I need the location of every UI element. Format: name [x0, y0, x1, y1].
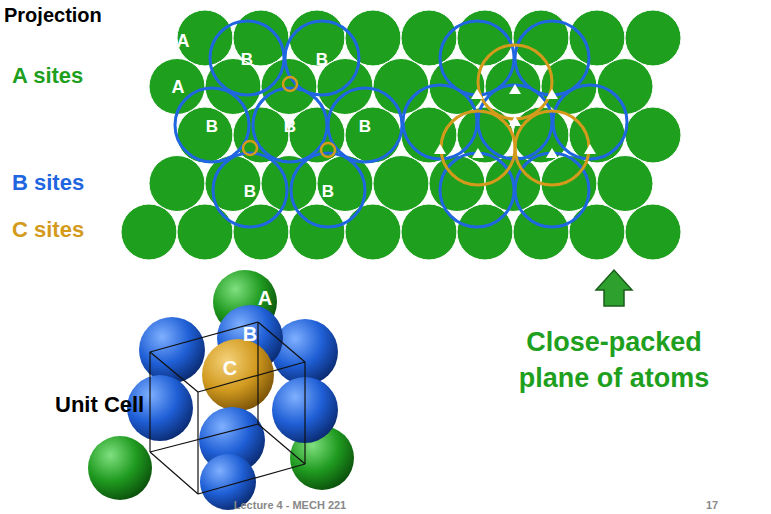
site-letter: B — [316, 51, 328, 70]
cell-edge — [258, 424, 305, 464]
cell-edge — [150, 424, 258, 452]
site-letter: B — [244, 183, 256, 202]
site-letter: C — [223, 357, 237, 379]
a-site-atom — [177, 107, 233, 163]
a-site-atom — [345, 204, 401, 260]
interstice — [546, 148, 558, 158]
interstice — [546, 89, 558, 99]
a-site-atom — [373, 156, 429, 212]
a-site-atom — [569, 107, 625, 163]
b-site-ring — [210, 21, 284, 95]
a-site-atom — [149, 59, 205, 115]
site-letter: A — [172, 78, 185, 98]
site-letter: A — [177, 32, 190, 52]
cell-edge — [149, 352, 150, 452]
interstice — [434, 144, 446, 154]
a-site-atom — [457, 10, 513, 66]
a-site-atoms — [121, 10, 681, 260]
cell-edge — [258, 322, 305, 362]
cell-edge — [150, 452, 198, 494]
cell-edge — [150, 322, 258, 352]
a-site-atom — [569, 204, 625, 260]
figure-label: Unit Cell — [55, 393, 144, 417]
slide-heading: Projection — [4, 4, 102, 26]
b-site-ring — [553, 85, 627, 159]
cell-edge — [304, 362, 305, 464]
b-site-rings — [175, 21, 627, 227]
site-letter: A — [258, 287, 272, 309]
a-site-atom — [401, 107, 457, 163]
b-site-ring — [515, 153, 589, 227]
c-site-ring — [441, 111, 515, 185]
interstice — [471, 89, 483, 99]
a-site-atom — [345, 107, 401, 163]
legend-label: A sites — [12, 64, 83, 88]
up-arrow — [596, 270, 632, 306]
b-site-ring — [175, 88, 249, 162]
c-site-ring — [515, 111, 589, 185]
a-site-atom — [177, 10, 233, 66]
cell-edge — [198, 464, 305, 494]
c-site-marker — [283, 77, 297, 91]
b-site-ring — [291, 153, 365, 227]
unit-cell-spheres — [88, 270, 354, 510]
a-site-atom — [625, 10, 681, 66]
b-site-ring — [440, 153, 514, 227]
a-site-atom — [149, 156, 205, 212]
callout-text: Close-packed plane of atoms — [499, 324, 729, 397]
site-letter: B — [241, 51, 253, 70]
a-site-atom — [121, 204, 177, 260]
atom-sphere — [88, 436, 152, 500]
footer-text: Lecture 4 - MECH 221 — [234, 499, 346, 511]
c-site-marker — [321, 143, 335, 157]
atom-sphere — [202, 339, 274, 411]
site-letter: B — [359, 118, 371, 137]
a-site-atom — [597, 156, 653, 212]
cell-edge — [198, 362, 305, 392]
site-letter: B — [243, 323, 257, 345]
b-site-ring — [403, 85, 477, 159]
cell-edge — [197, 392, 198, 494]
atom-sphere — [139, 317, 205, 383]
site-letter: B — [284, 118, 296, 137]
b-site-ring — [253, 88, 327, 162]
a-site-atom — [177, 204, 233, 260]
interstice — [472, 148, 484, 158]
b-site-ring — [328, 88, 402, 162]
site-letter: B — [322, 183, 334, 202]
a-site-atom — [261, 156, 317, 212]
legend-label: C sites — [12, 218, 84, 242]
c-site-rings — [243, 45, 596, 185]
interstice — [509, 116, 521, 126]
a-site-atom — [401, 10, 457, 66]
a-site-atom — [373, 59, 429, 115]
c-site-marker — [243, 141, 257, 155]
legend-label: B sites — [12, 171, 84, 195]
a-site-atom — [625, 107, 681, 163]
interstice — [509, 84, 521, 94]
b-site-ring — [213, 153, 287, 227]
a-site-atom — [625, 204, 681, 260]
cell-edge — [257, 322, 258, 424]
cell-edge — [150, 352, 198, 392]
c-site-ring — [478, 45, 552, 119]
page-number: 17 — [706, 499, 718, 511]
interstice — [584, 144, 596, 154]
a-site-atom — [569, 10, 625, 66]
site-letter: B — [206, 118, 218, 137]
